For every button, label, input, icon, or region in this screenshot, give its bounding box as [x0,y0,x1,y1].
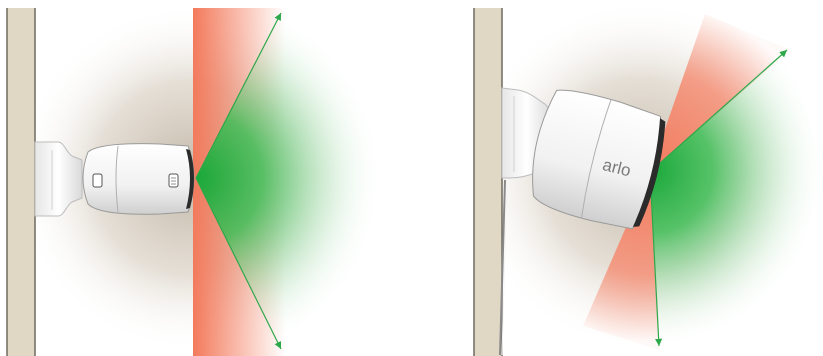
power-cable [499,179,506,356]
mount-left [34,141,83,217]
fov-arrow-bottom-left [195,177,282,350]
field-of-view-right [650,48,823,350]
field-of-view-left [196,10,430,352]
camera-icon [82,143,195,215]
panel-straight-mount [6,3,430,356]
fov-arrow-top-right [649,49,788,173]
panel-angled-mount: arlo [465,0,823,356]
wall-left [6,8,36,356]
wall-right [473,8,503,356]
camera-icon: arlo [532,89,666,230]
fov-arrow-bottom-right [649,171,663,347]
fov-arrow-top-left [195,12,282,179]
blind-zone-top-right [650,14,790,172]
